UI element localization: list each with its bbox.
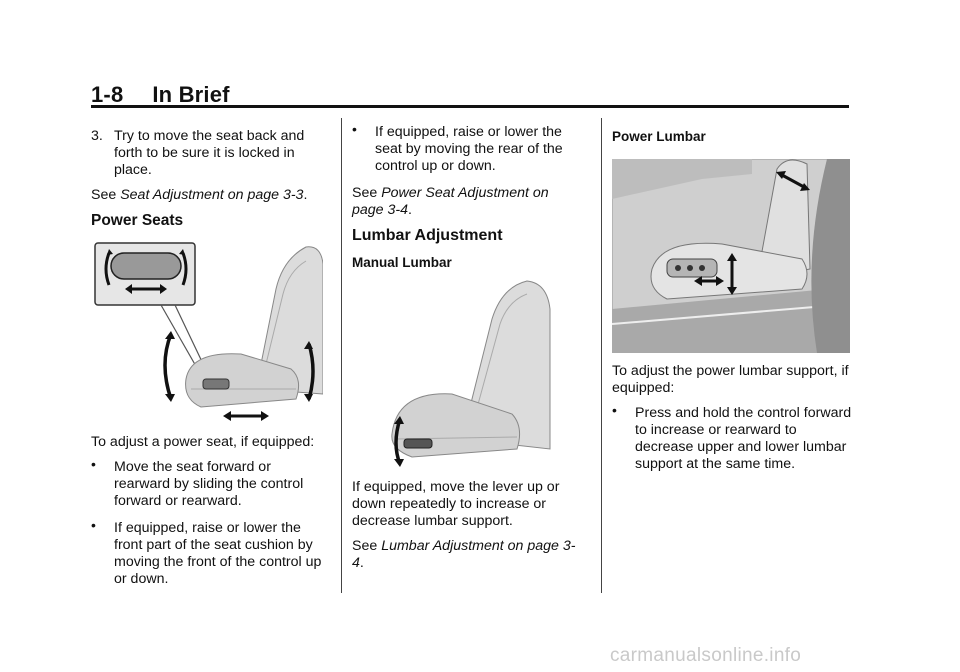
bullet-dot: • <box>612 402 617 418</box>
power-seats-heading: Power Seats <box>91 212 184 229</box>
column-divider <box>341 118 342 593</box>
bullet-text: Press and hold the control forward to in… <box>635 405 852 472</box>
cross-reference-link[interactable]: Power Seat Adjustment on page 3-4 <box>352 185 549 218</box>
column-divider <box>601 118 602 593</box>
bullet-dot: • <box>91 517 96 533</box>
manual-lumbar-illustration <box>391 280 551 467</box>
power-lumbar-illustration <box>612 159 850 353</box>
cross-reference-link[interactable]: Lumbar Adjustment on page 3-4 <box>352 538 576 571</box>
see-reference: See Lumbar Adjustment on page 3-4. <box>352 538 584 572</box>
power-seat-intro: To adjust a power seat, if equipped: <box>91 434 315 450</box>
bullet-item: • If equipped, raise or lower the seat b… <box>352 121 584 175</box>
cross-reference-link[interactable]: Seat Adjustment on page 3-3 <box>120 187 304 203</box>
step-3: 3. Try to move the seat back and forth t… <box>91 128 329 179</box>
bullet-dot: • <box>91 456 96 472</box>
see-reference: See Power Seat Adjustment on page 3-4. <box>352 185 584 219</box>
bullet-dot: • <box>352 121 357 137</box>
step-number: 3. <box>91 128 103 144</box>
manual-lumbar-subheading: Manual Lumbar <box>352 255 452 270</box>
column-2: • If equipped, raise or lower the seat b… <box>352 121 584 580</box>
see-reference: See Seat Adjustment on page 3-3. <box>91 187 329 204</box>
see-suffix: . <box>408 202 412 218</box>
column-1: 3. Try to move the seat back and forth t… <box>91 128 329 598</box>
bullet-text: If equipped, raise or lower the front pa… <box>114 520 322 587</box>
power-lumbar-subheading: Power Lumbar <box>612 129 706 144</box>
bullet-item: • If equipped, raise or lower the front … <box>91 517 329 588</box>
bullet-text: If equipped, raise or lower the seat by … <box>375 124 563 174</box>
section-title: In Brief <box>152 82 230 107</box>
see-prefix: See <box>352 538 378 554</box>
lumbar-adjustment-heading: Lumbar Adjustment <box>352 227 503 244</box>
watermark: carmanualsonline.info <box>610 645 802 666</box>
header-rule <box>91 105 849 108</box>
manual-lumbar-text: If equipped, move the lever up or down r… <box>352 479 560 529</box>
see-suffix: . <box>303 187 308 203</box>
see-suffix: . <box>359 555 364 571</box>
step-text: Try to move the seat back and forth to b… <box>114 128 305 178</box>
power-lumbar-intro: To adjust the power lumbar support, if e… <box>612 363 849 396</box>
see-prefix: See <box>91 187 117 203</box>
page-header: 1-8 In Brief <box>91 82 230 108</box>
bullet-item: • Press and hold the control forward to … <box>612 402 852 473</box>
bullet-item: • Move the seat forward or rearward by s… <box>91 456 329 510</box>
page-number: 1-8 <box>91 82 124 107</box>
column-3: Power Lumbar To adjust the power lumbar … <box>612 128 852 483</box>
power-seat-illustration <box>94 242 323 421</box>
see-prefix: See <box>352 185 378 201</box>
bullet-text: Move the seat forward or rearward by sli… <box>114 459 304 509</box>
